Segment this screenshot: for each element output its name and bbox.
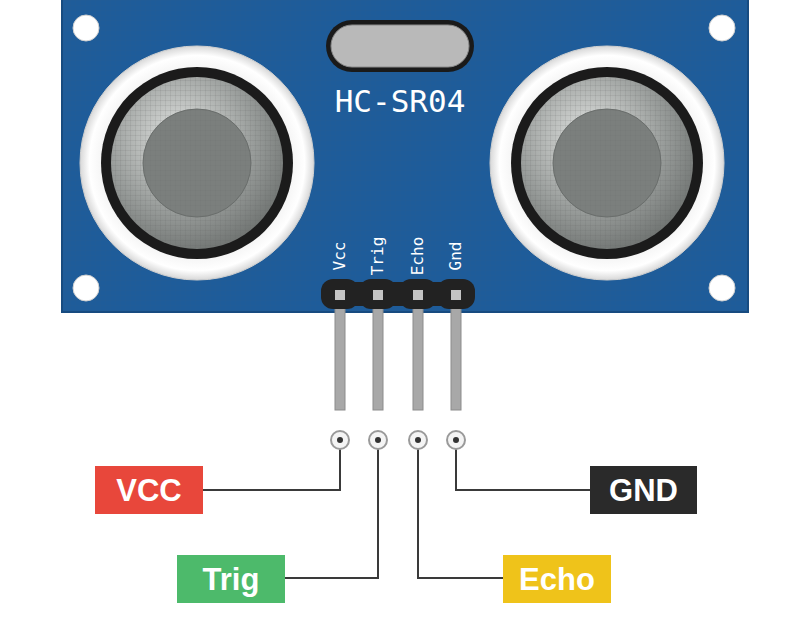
pin-header (321, 279, 475, 309)
crystal-oscillator (331, 25, 469, 67)
board-texture (62, 0, 748, 312)
pin-legs (335, 290, 461, 410)
pin-name: VCC (116, 475, 181, 506)
pin-marking: Gnd (448, 242, 464, 271)
pin-name: Trig (203, 564, 260, 595)
receiver-transducer (490, 46, 724, 280)
module-name: HC-SR04 (335, 86, 466, 117)
transmitter-transducer (80, 46, 314, 280)
crystal-base (326, 20, 474, 72)
pin-name: GND (609, 475, 678, 506)
mounting-holes (73, 15, 735, 301)
pin-label-box: VCC (95, 466, 203, 514)
pin-marking: Vcc (332, 242, 348, 271)
pin-label-box: GND (590, 466, 697, 514)
circuit-board (62, 0, 748, 312)
pin-marking: Echo (410, 237, 426, 276)
pin-marking: Trig (370, 237, 386, 276)
pin-tips (335, 290, 461, 300)
pin-terminals (331, 431, 465, 449)
pin-label-box: Trig (177, 555, 285, 603)
pin-name: Echo (519, 564, 595, 595)
pin-label-box: Echo (503, 555, 611, 603)
